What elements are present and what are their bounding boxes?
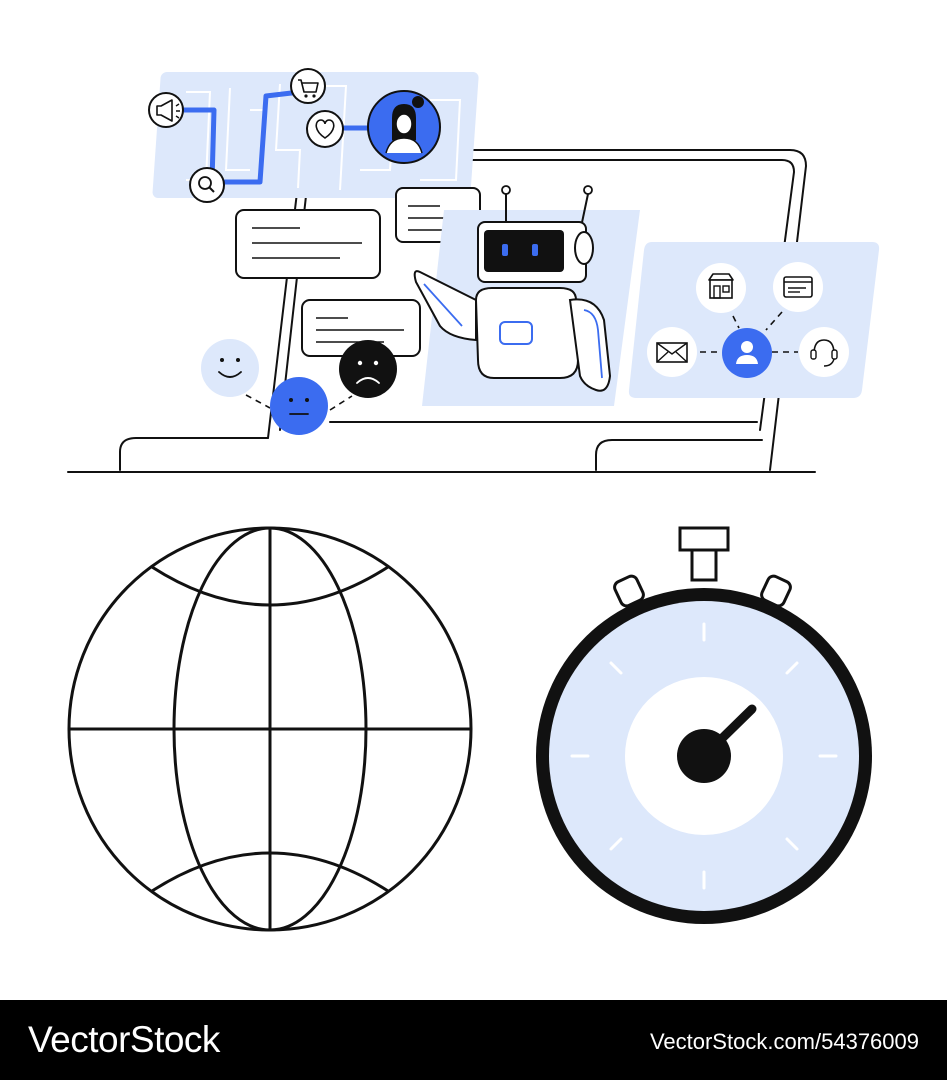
illustration <box>67 68 880 932</box>
brand-name: VectorStock <box>28 1019 220 1060</box>
shopping-cart-icon <box>290 68 326 104</box>
heart-icon <box>306 110 344 148</box>
search-icon <box>189 167 225 203</box>
laptop <box>67 149 816 473</box>
megaphone-icon <box>148 92 184 128</box>
woman-avatar-icon <box>367 90 441 164</box>
mail-icon <box>647 327 697 377</box>
sad-face-icon <box>339 340 397 398</box>
browser-window-icon <box>773 262 823 312</box>
user-icon <box>722 328 772 378</box>
neutral-face-icon <box>270 377 328 435</box>
globe-icon <box>67 526 473 932</box>
stopwatch-icon <box>536 526 872 924</box>
chat-bubble-large <box>235 209 381 279</box>
happy-face-icon <box>201 339 259 397</box>
robot-icon <box>413 185 640 406</box>
feedback-faces <box>245 394 353 411</box>
headset-icon <box>799 327 849 377</box>
image-id: VectorStock.com/54376009 <box>649 1029 919 1054</box>
watermark-footer: VectorStock VectorStock.com/54376009 <box>0 1000 947 1080</box>
store-icon <box>696 263 746 313</box>
